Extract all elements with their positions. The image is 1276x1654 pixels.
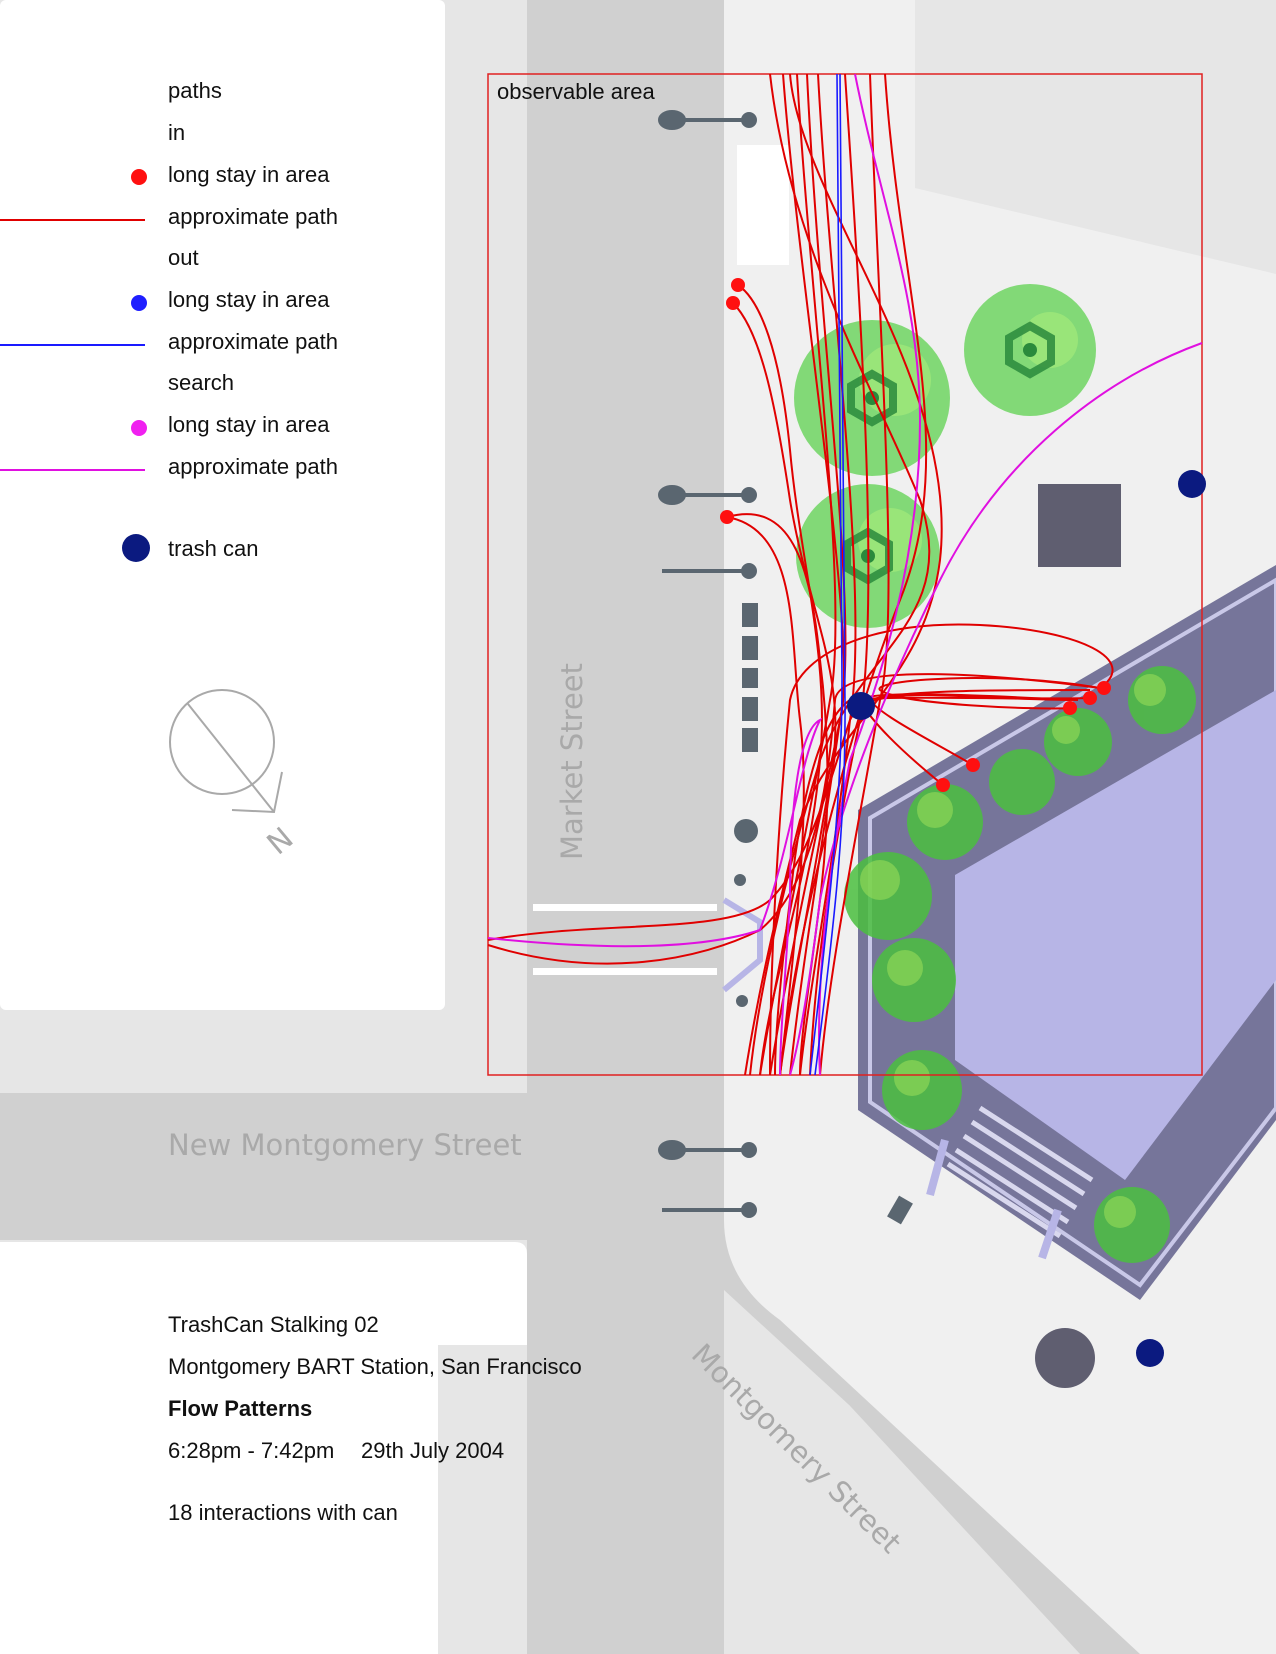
legend-in-label: in [168,120,185,145]
legend-title: paths [168,78,222,103]
info-date: 29th July 2004 [361,1438,504,1463]
in-path [774,696,1091,1076]
legend-search-dot-label: long stay in area [168,412,330,437]
legend: paths in long stay in area approximate p… [0,78,338,562]
in-path [744,73,943,1076]
bollard [734,819,758,843]
long-stay-marker [1063,701,1077,715]
info-panel [0,1242,527,1654]
info-block: TrashCan Stalking 02 Montgomery BART Sta… [168,1312,582,1525]
long-stay-markers [720,278,1111,792]
legend-out-dot-label: long stay in area [168,287,330,312]
info-location: Montgomery BART Station, San Francisco [168,1354,582,1379]
search-path [789,342,1203,1076]
in-path [749,73,931,1076]
legend-out-label: out [168,245,199,270]
long-stay-marker [731,278,745,292]
building-shrubs-highlight [860,674,1166,1228]
bollard [736,995,748,1007]
in-path [769,623,1114,1076]
sign [887,1195,913,1225]
legend-trash-label: trash can [168,536,259,561]
long-stay-marker [1097,681,1111,695]
market-street-label: Market Street [555,663,589,860]
legend-trash-can-icon [122,534,150,562]
info-interactions: 18 interactions with can [168,1500,398,1525]
long-stay-marker [936,778,950,792]
trash-can-icon [1178,470,1206,498]
in-path [487,673,1101,965]
building-stairs [926,1105,1094,1260]
legend-out-dot-icon [131,295,147,311]
market-street [527,0,724,1654]
legend-out-line-label: approximate path [168,329,338,354]
out-paths [809,73,846,1076]
new-montgomery-street-label: New Montgomery Street [168,1128,522,1162]
bollard [734,874,746,886]
in-path [732,302,837,1076]
new-montgomery-street [0,1093,527,1240]
search-path [487,717,823,1076]
legend-search-dot-icon [131,420,147,436]
kiosk [1038,484,1121,567]
crosswalk [533,897,763,993]
in-path [726,516,805,1076]
trash-can-icon [1136,1339,1164,1367]
legend-panel [0,0,445,1010]
out-path [814,73,846,1076]
legend-search-label: search [168,370,234,395]
building-roof [955,690,1276,1180]
building-outline-light [868,577,1276,1288]
street-lamps [658,110,757,1218]
long-stay-marker [726,296,740,310]
info-time-range: 6:28pm - 7:42pm [168,1438,334,1463]
montgomery-street-median [745,1493,1000,1654]
montgomery-street [724,1180,1276,1654]
search-paths [487,73,1203,1076]
white-block [737,145,789,265]
pillar [1035,1328,1095,1388]
trash-can-icon [847,692,875,720]
observable-area-label: observable area [497,79,656,104]
long-stay-marker [966,758,980,772]
benches [742,603,758,752]
search-path [818,73,922,1076]
in-path [799,73,857,1076]
info-title: TrashCan Stalking 02 [168,1312,379,1337]
legend-in-dot-label: long stay in area [168,162,330,187]
legend-in-dot-icon [131,169,147,185]
long-stay-marker [720,510,734,524]
in-path [487,694,1079,941]
north-arrow-icon [169,689,283,814]
legend-in-line-label: approximate path [168,204,338,229]
info-subtitle: Flow Patterns [168,1396,312,1421]
long-stay-marker [1083,691,1097,705]
in-path [819,73,890,1076]
out-path [809,73,843,1076]
trash-cans [847,470,1206,1367]
legend-search-line-label: approximate path [168,454,338,479]
